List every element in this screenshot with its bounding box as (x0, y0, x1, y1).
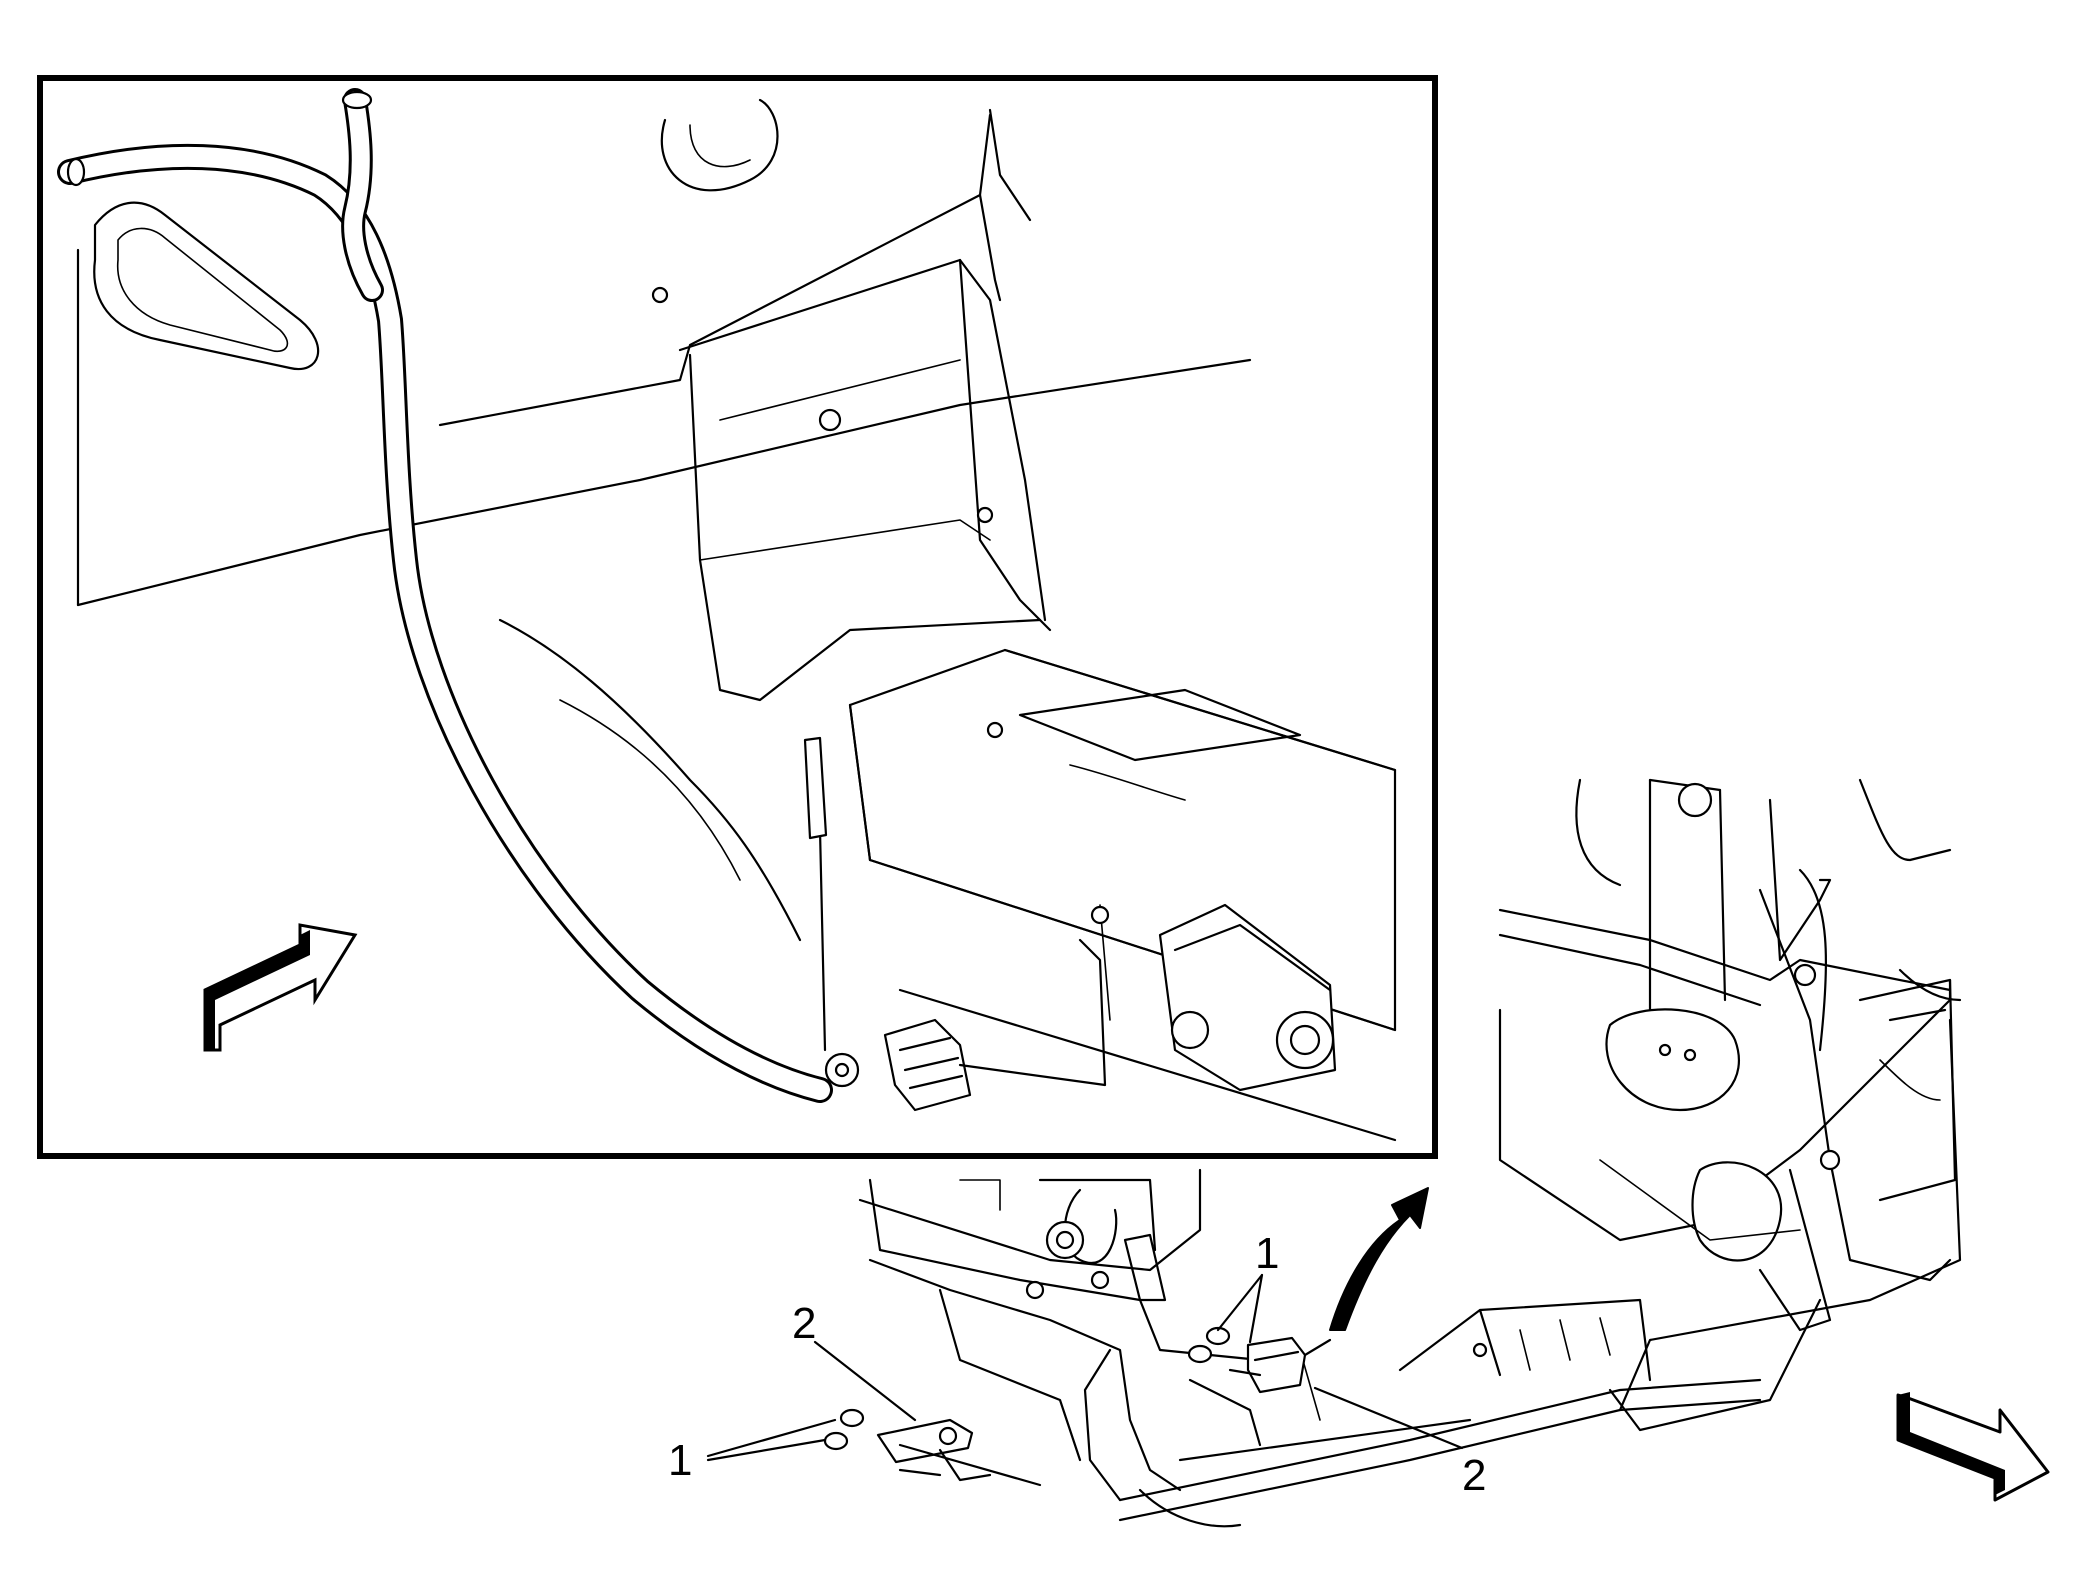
inset-direction-arrow (203, 923, 358, 1052)
inset-detail (37, 75, 1438, 1159)
main-vehicle-view: 1 1 2 2 (668, 778, 2050, 1528)
curved-arrow-icon (1329, 1187, 1429, 1331)
callout-sensor-right: 2 (1462, 1451, 1486, 1500)
inset-wiring-harness (57, 88, 833, 1103)
callout-leaders (706, 1273, 1464, 1462)
sensor-left-assembly (823, 1408, 1042, 1487)
sensor-right-assembly (1187, 1326, 1332, 1394)
inset-body-slot (93, 201, 320, 371)
callout-fastener-left: 1 (668, 1436, 692, 1485)
callout-fastener-right: 1 (1255, 1229, 1279, 1278)
inset-impact-sensor (1158, 903, 1337, 1092)
inset-body-panel (76, 98, 1252, 942)
callout-sensor-left: 2 (792, 1299, 816, 1348)
forward-arrow-icon (1896, 1392, 2050, 1502)
inset-sensor-connector (803, 736, 1107, 1112)
